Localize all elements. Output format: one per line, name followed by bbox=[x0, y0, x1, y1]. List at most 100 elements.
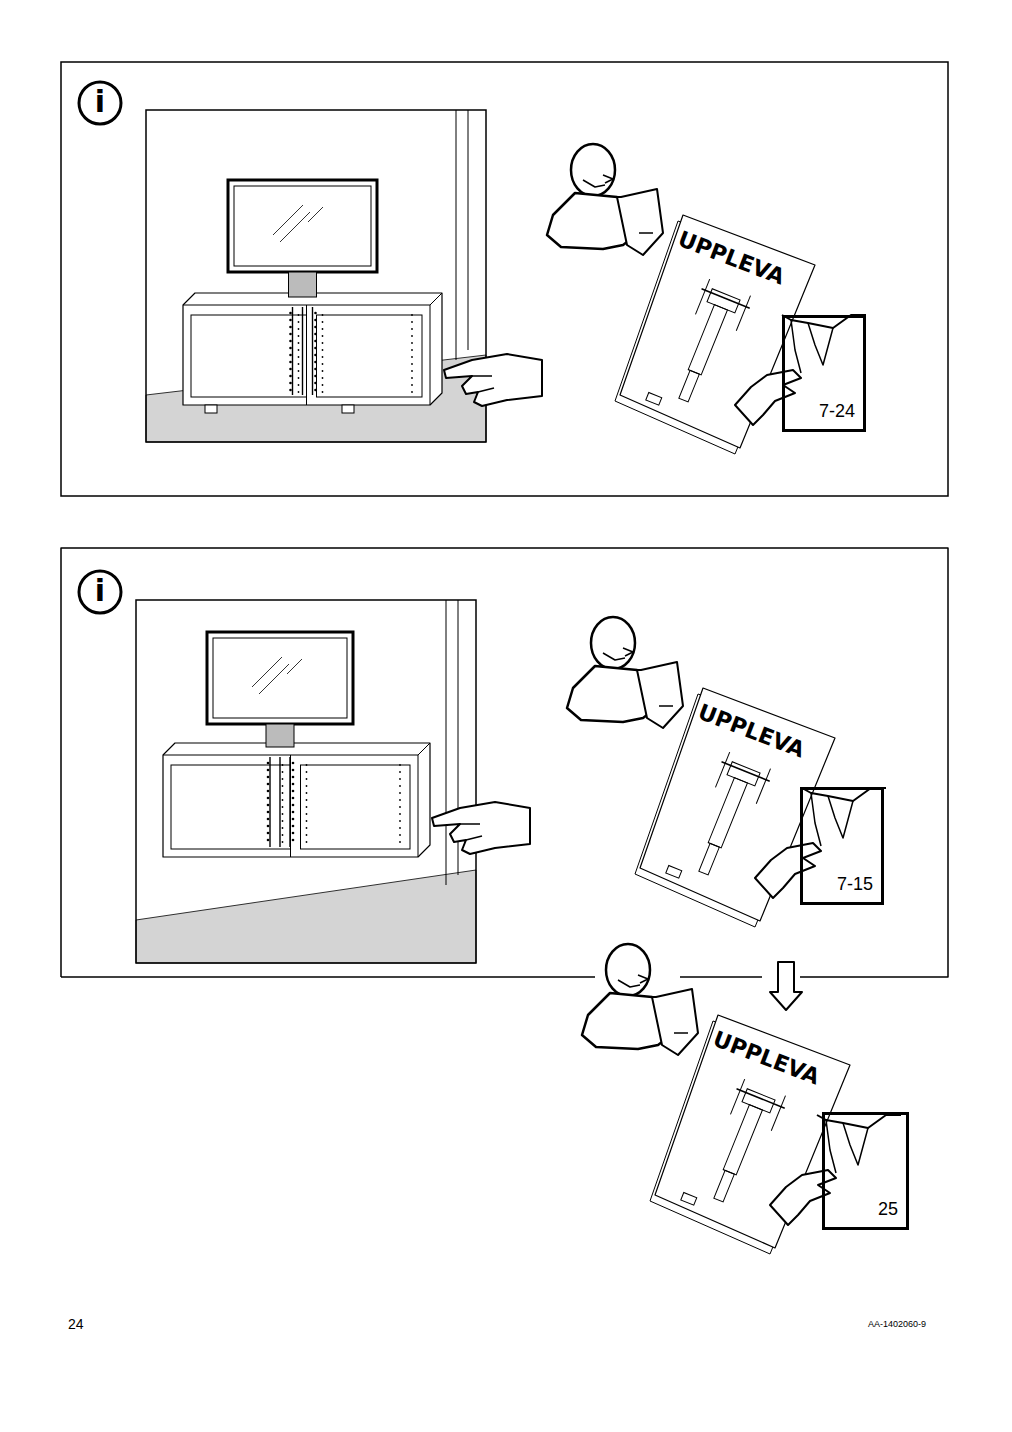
line-art bbox=[287, 659, 302, 674]
line-art bbox=[623, 648, 633, 656]
document-code: AA-1402060-9 bbox=[868, 1320, 926, 1329]
line-art bbox=[478, 388, 494, 392]
page-reference: 7-15 bbox=[835, 874, 875, 894]
page-reference: 25 bbox=[876, 1199, 900, 1219]
info-letter: i bbox=[88, 576, 112, 606]
line-art bbox=[679, 370, 700, 402]
line-art bbox=[460, 823, 480, 825]
line-art bbox=[163, 743, 430, 755]
line-art bbox=[61, 62, 948, 496]
line-art bbox=[620, 215, 815, 448]
line-art bbox=[791, 320, 801, 373]
line-art bbox=[681, 1193, 697, 1206]
line-art bbox=[646, 393, 662, 406]
line-art bbox=[722, 762, 770, 781]
line-art bbox=[456, 110, 457, 360]
line-art bbox=[603, 175, 613, 183]
line-art bbox=[674, 1032, 688, 1034]
line-art bbox=[308, 207, 323, 222]
line-art bbox=[828, 796, 853, 838]
line-art bbox=[269, 757, 270, 847]
line-art bbox=[771, 1096, 785, 1131]
line-art bbox=[289, 757, 290, 847]
line-art bbox=[843, 1123, 868, 1165]
line-art bbox=[617, 189, 663, 255]
line-art bbox=[280, 212, 310, 242]
line-art bbox=[136, 870, 476, 963]
line-art bbox=[637, 662, 683, 728]
line-art bbox=[638, 975, 648, 983]
room-scene bbox=[136, 600, 530, 963]
line-art bbox=[811, 793, 821, 846]
line-art bbox=[432, 802, 530, 854]
line-art bbox=[207, 632, 353, 724]
line-art bbox=[252, 657, 282, 687]
line-art bbox=[640, 688, 835, 921]
line-art bbox=[306, 305, 307, 405]
info-letter: i bbox=[88, 87, 112, 117]
line-art bbox=[61, 976, 595, 978]
line-art bbox=[146, 110, 486, 442]
line-art bbox=[472, 375, 492, 377]
line-art bbox=[163, 743, 430, 857]
line-art bbox=[618, 980, 640, 987]
page-reference-box: 7-24 bbox=[782, 315, 866, 432]
line-art bbox=[317, 315, 423, 397]
line-art bbox=[430, 305, 431, 405]
line-art bbox=[817, 1115, 901, 1128]
line-art bbox=[466, 836, 482, 840]
line-art bbox=[688, 305, 727, 375]
line-art bbox=[61, 548, 948, 977]
line-art bbox=[302, 307, 303, 395]
line-art bbox=[715, 752, 729, 787]
line-art bbox=[736, 296, 750, 331]
line-art bbox=[191, 315, 307, 397]
room-scene bbox=[146, 110, 542, 442]
page-number: 24 bbox=[68, 1317, 84, 1331]
line-art bbox=[735, 370, 801, 425]
line-art bbox=[183, 293, 442, 405]
line-art bbox=[444, 354, 542, 406]
line-art bbox=[259, 664, 289, 694]
reader-figure bbox=[567, 617, 886, 927]
line-art bbox=[826, 1120, 836, 1173]
line-art bbox=[699, 843, 720, 875]
line-art bbox=[695, 279, 709, 314]
line-art bbox=[652, 989, 698, 1055]
line-art bbox=[446, 600, 447, 885]
line-art bbox=[770, 1170, 836, 1225]
info-icon bbox=[79, 571, 121, 613]
line-art bbox=[279, 757, 280, 847]
line-art bbox=[234, 186, 371, 266]
line-art bbox=[292, 307, 293, 395]
line-art bbox=[702, 289, 750, 308]
line-art bbox=[603, 653, 625, 660]
line-art bbox=[583, 180, 605, 187]
page-reference: 7-24 bbox=[817, 401, 857, 421]
line-art bbox=[205, 405, 217, 413]
line-art bbox=[266, 724, 294, 747]
line-art bbox=[730, 1079, 744, 1114]
line-art bbox=[171, 765, 291, 849]
line-art bbox=[342, 405, 354, 413]
line-art bbox=[312, 307, 313, 395]
line-art bbox=[737, 1089, 785, 1108]
reader-figure bbox=[547, 144, 866, 454]
line-art bbox=[468, 110, 469, 350]
line-art bbox=[723, 1105, 762, 1175]
line-art bbox=[659, 705, 673, 707]
line-art bbox=[680, 976, 762, 978]
line-art bbox=[770, 962, 802, 1010]
line-art bbox=[655, 1015, 850, 1248]
line-art bbox=[756, 769, 770, 804]
line-art bbox=[755, 843, 821, 898]
info-icon bbox=[79, 82, 121, 124]
line-art bbox=[639, 232, 653, 234]
page-reference-box: 7-15 bbox=[800, 787, 884, 905]
reader-figure bbox=[582, 944, 901, 1254]
line-art bbox=[808, 323, 833, 365]
line-art bbox=[228, 180, 377, 272]
line-art bbox=[273, 205, 303, 235]
line-art bbox=[213, 638, 347, 718]
